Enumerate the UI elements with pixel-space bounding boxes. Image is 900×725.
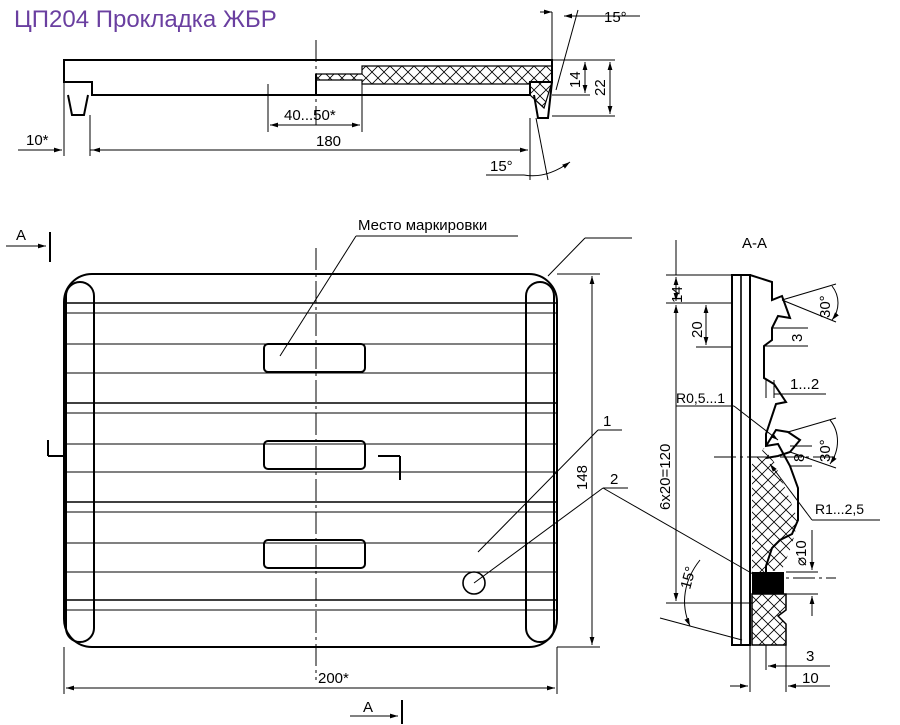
dim-148-label: 148 (574, 465, 591, 490)
dim-14-top-label: 14 (567, 71, 584, 88)
section-angle-30-mid-label: 30° (817, 439, 834, 462)
section-bottom-hatch (751, 593, 787, 646)
angle-15-top-label: 15° (604, 9, 627, 26)
callout-1-label: 1 (603, 413, 611, 430)
section-radius-large-label: R1...2,5 (815, 501, 864, 517)
section-angle-15-label: 15° (677, 565, 699, 591)
section-dim-20-label: 20 (689, 321, 706, 338)
section-radius-small-label: R0,5...1 (676, 390, 725, 406)
section-dim-3-top-label: 3 (789, 334, 806, 342)
dim-40-50-label: 40...50* (284, 107, 336, 124)
section-angle-30-top-label: 30° (817, 295, 834, 318)
section-body-hatch (752, 448, 798, 572)
section-dim-8-label: 8 (791, 454, 808, 462)
section-marker-bottom: А (363, 699, 373, 716)
callout-2-label: 2 (610, 471, 618, 488)
plan-outline (63, 273, 558, 648)
section-insert (752, 572, 784, 594)
marking-slot-1 (263, 343, 366, 373)
section-dim-14-label: 14 (669, 286, 686, 303)
marking-place-label: Место маркировки (358, 217, 487, 234)
plan-hole (462, 571, 486, 595)
dim-180-label: 180 (316, 133, 341, 150)
dim-200-label: 200* (318, 670, 349, 687)
section-marker-left: А (16, 227, 26, 244)
section-title: А-А (742, 235, 767, 252)
pad-right-foot (533, 81, 553, 119)
section-dim-6x20-label: 6x20=120 (657, 444, 674, 510)
section-dim-10-bottom-label: 10 (802, 670, 819, 687)
dim-10-label: 10* (26, 132, 49, 149)
section-dim-1-2-label: 1...2 (790, 376, 819, 393)
drawing-title: ЦП204 Прокладка ЖБР (14, 6, 277, 33)
dim-22-top-label: 22 (592, 79, 609, 96)
marking-slot-3 (263, 539, 366, 569)
section-tooth-profile (749, 274, 799, 572)
left-end-slot (65, 281, 95, 643)
pad-left-foot (67, 94, 89, 116)
side-elevation-view: 15° 14 22 40...50* 10* 180 15° (18, 9, 640, 181)
section-view-a-a: А-А 14 20 6x20=120 (657, 235, 880, 692)
plan-ribs (64, 302, 557, 611)
section-diameter-10-label: ⌀10 (793, 540, 810, 566)
right-end-slot (525, 281, 555, 643)
plan-view: А А Место маркировки 1 2 148 20 (6, 217, 761, 724)
marking-slot-2 (263, 440, 366, 470)
angle-15-bottom-label: 15° (490, 158, 513, 175)
pad-cut-hatch (315, 65, 553, 110)
section-dim-3-bottom-label: 3 (806, 648, 814, 665)
